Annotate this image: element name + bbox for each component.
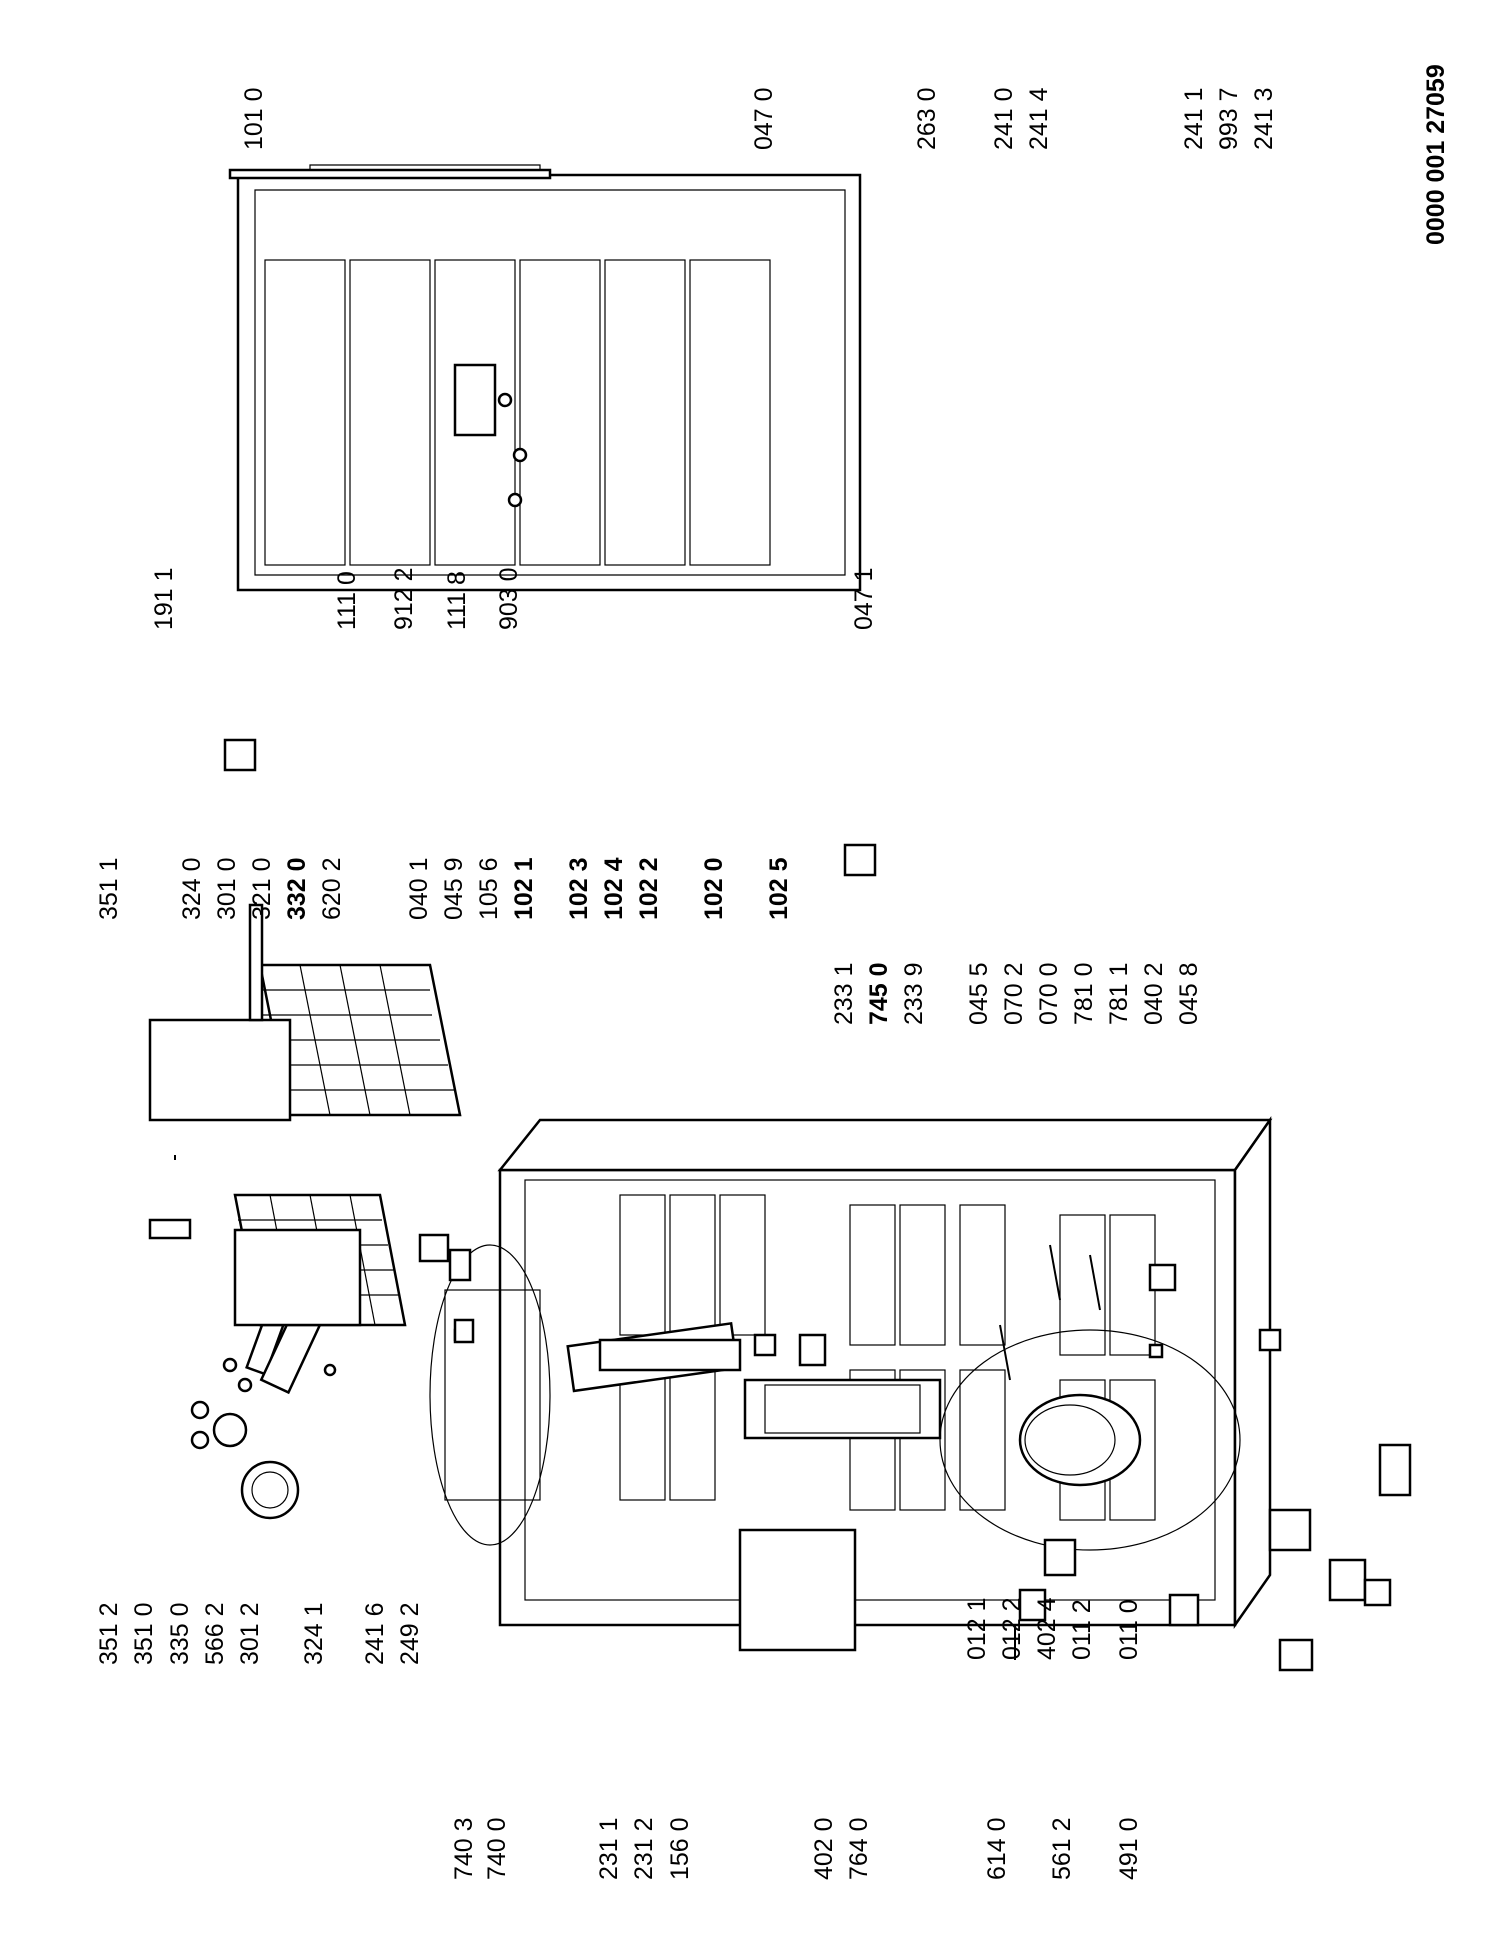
label-912-2: 912 2 <box>390 567 418 630</box>
label-102-4: 102 4 <box>600 857 628 920</box>
label-351-1: 351 1 <box>95 857 123 920</box>
document-number: 0000 001 27059 <box>1422 64 1450 245</box>
label-491-0: 491 0 <box>1115 1817 1143 1880</box>
label-324-0: 324 0 <box>178 857 206 920</box>
label-102-0: 102 0 <box>700 857 728 920</box>
label-263-0: 263 0 <box>913 87 941 150</box>
label-111-8: 111 8 <box>443 571 471 630</box>
label-040-2: 040 2 <box>1140 962 1168 1025</box>
label-566-2: 566 2 <box>201 1602 229 1665</box>
label-781-1: 781 1 <box>1105 962 1133 1025</box>
freezer-baskets <box>148 903 462 1327</box>
label-781-0: 781 0 <box>1070 962 1098 1025</box>
label-249-2: 249 2 <box>396 1602 424 1665</box>
label-241-0: 241 0 <box>990 87 1018 150</box>
label-764-0: 764 0 <box>845 1817 873 1880</box>
label-335-0: 335 0 <box>166 1602 194 1665</box>
label-402-4: 402 4 <box>1033 1597 1061 1660</box>
label-231-2: 231 2 <box>630 1817 658 1880</box>
label-102-3: 102 3 <box>565 857 593 920</box>
label-047-1: 047 1 <box>850 567 878 630</box>
label-105-6: 105 6 <box>475 857 503 920</box>
label-233-9: 233 9 <box>900 962 928 1025</box>
label-231-1: 231 1 <box>595 1817 623 1880</box>
label-111-0: 111 0 <box>333 571 361 630</box>
part-labels: 351 2 351 0 335 0 566 2 301 2 324 1 241 … <box>95 87 1278 1880</box>
label-156-0: 156 0 <box>666 1817 694 1880</box>
label-740-0: 740 0 <box>483 1817 511 1880</box>
label-070-2: 070 2 <box>1000 962 1028 1025</box>
label-101-0: 101 0 <box>240 87 268 150</box>
small-parts-bottom-left <box>1018 1443 1412 1672</box>
label-351-0: 351 0 <box>130 1602 158 1665</box>
label-993-7: 993 7 <box>1215 87 1243 150</box>
label-241-3: 241 3 <box>1250 87 1278 150</box>
label-241-6: 241 6 <box>361 1602 389 1665</box>
label-011-2: 011 2 <box>1068 1599 1096 1660</box>
door-handle-parts <box>453 363 528 508</box>
label-402-0: 402 0 <box>810 1817 838 1880</box>
label-045-5: 045 5 <box>965 962 993 1025</box>
label-241-4: 241 4 <box>1025 87 1053 150</box>
label-102-2: 102 2 <box>635 857 663 920</box>
label-614-0: 614 0 <box>983 1817 1011 1880</box>
label-070-0: 070 0 <box>1035 962 1063 1025</box>
label-620-2: 620 2 <box>318 857 346 920</box>
label-301-2: 301 2 <box>236 1602 264 1665</box>
label-241-1: 241 1 <box>1180 87 1208 150</box>
label-012-1: 012 1 <box>963 1597 991 1660</box>
label-233-1: 233 1 <box>830 962 858 1025</box>
label-561-2: 561 2 <box>1048 1817 1076 1880</box>
label-903-0: 903 0 <box>495 567 523 630</box>
label-012-2: 012 2 <box>998 1597 1026 1660</box>
label-351-2: 351 2 <box>95 1602 123 1665</box>
label-102-5: 102 5 <box>765 857 793 920</box>
label-301-0: 301 0 <box>213 857 241 920</box>
label-740-3: 740 3 <box>450 1817 478 1880</box>
label-045-9: 045 9 <box>440 857 468 920</box>
label-102-1: 102 1 <box>510 857 538 920</box>
freezer-door <box>223 164 877 877</box>
label-047-0: 047 0 <box>750 87 778 150</box>
label-745-0: 745 0 <box>865 962 893 1025</box>
label-040-1: 040 1 <box>405 857 433 920</box>
label-045-8: 045 8 <box>1175 962 1203 1025</box>
label-191-1: 191 1 <box>150 567 178 630</box>
drawer-and-shelf-parts <box>418 1233 1282 1440</box>
label-324-1: 324 1 <box>300 1602 328 1665</box>
label-321-0: 321 0 <box>248 857 276 920</box>
label-011-0: 011 0 <box>1115 1599 1143 1660</box>
label-332-0: 332 0 <box>283 857 311 920</box>
